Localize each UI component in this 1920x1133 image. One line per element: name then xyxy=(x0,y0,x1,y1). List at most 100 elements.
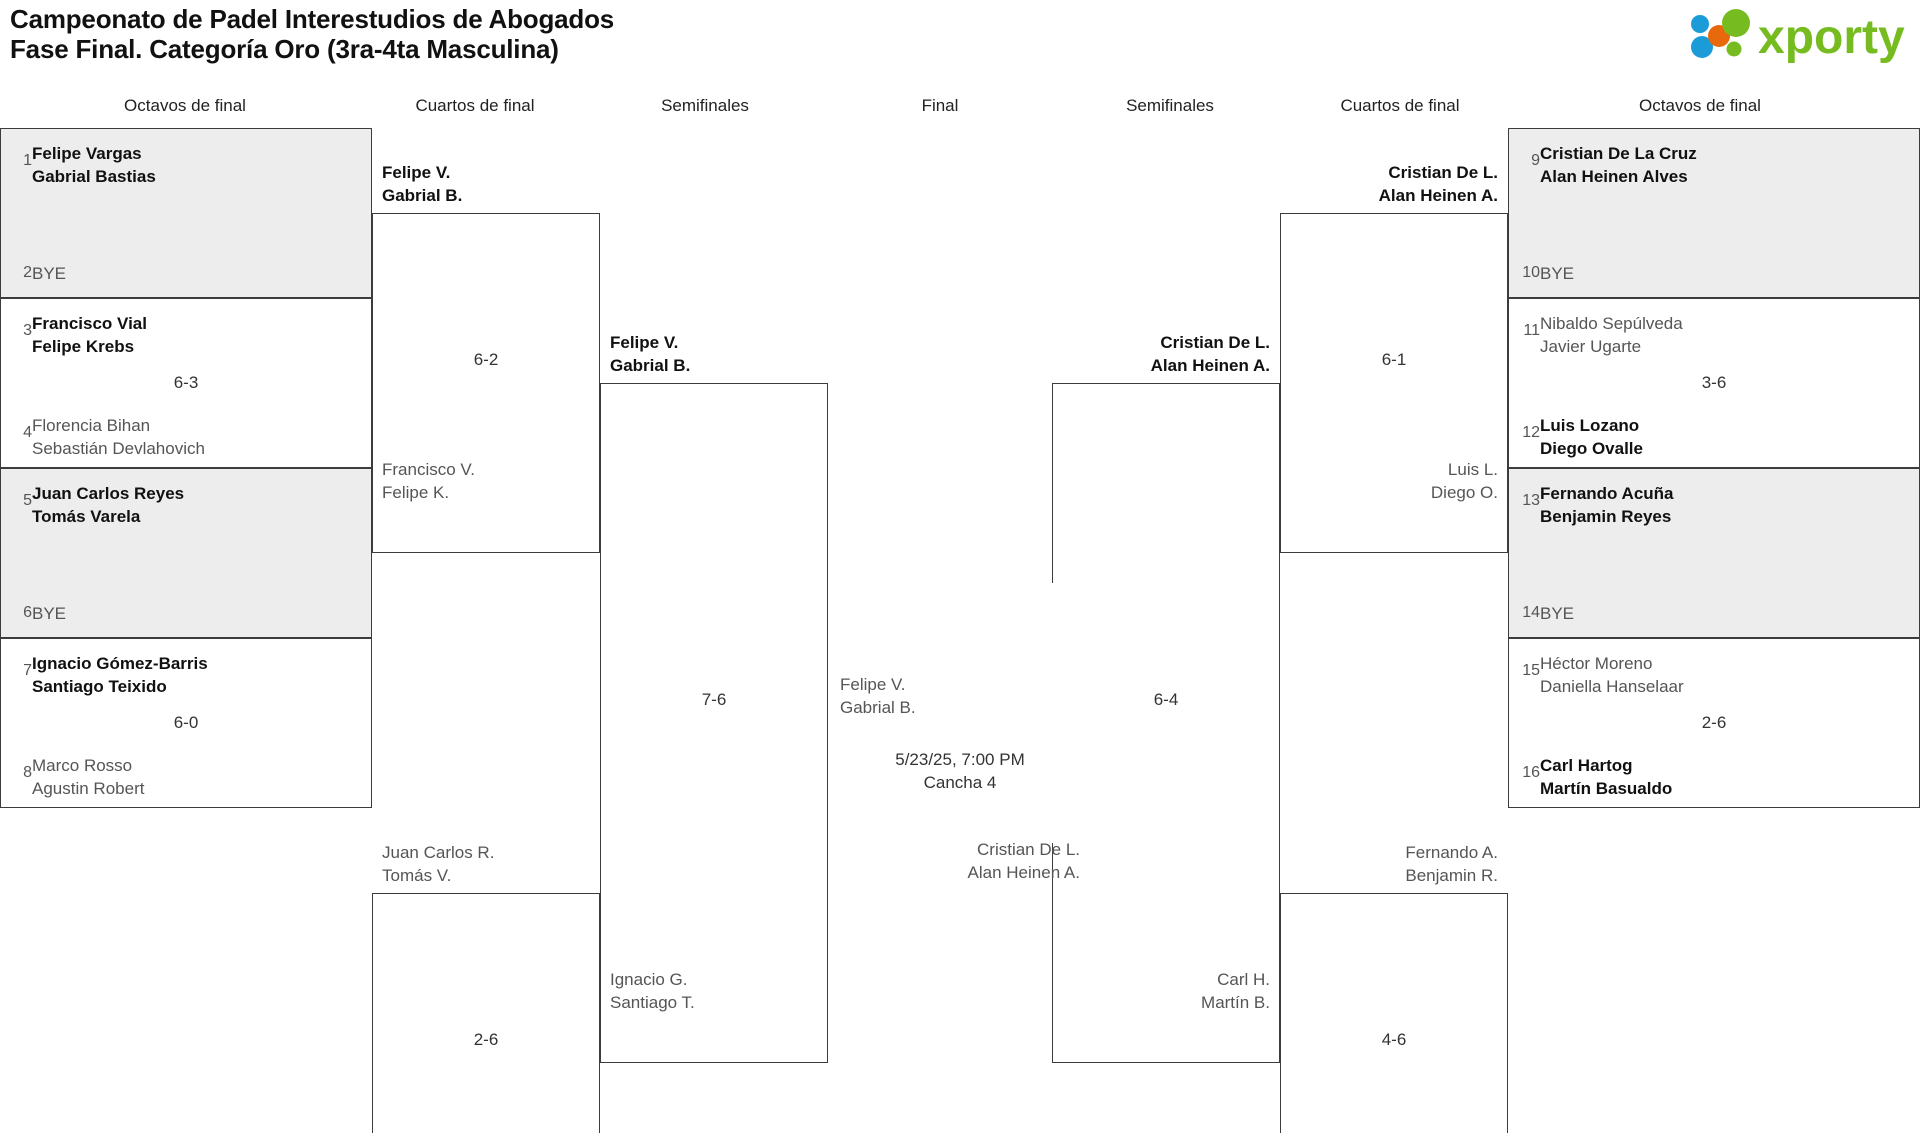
right-r16-team-11-player2: Javier Ugarte xyxy=(1540,337,1642,356)
left-r16-seed-2: 2 xyxy=(23,264,32,281)
round-header-right-r16: Octavos de final xyxy=(1639,96,1761,115)
left-qf-match-1[interactable] xyxy=(372,213,600,553)
final-datetime: 5/23/25, 7:00 PM xyxy=(895,750,1025,769)
logo-dot-blue-bottom xyxy=(1691,36,1713,58)
left-r16-match-2[interactable] xyxy=(0,298,372,468)
right-r16-match-3[interactable] xyxy=(1508,468,1920,638)
left-r16-team-6-player1: BYE xyxy=(32,604,67,623)
left-sf-top-team-1-player1: Felipe V. xyxy=(610,333,679,352)
final-meta: 5/23/25, 7:00 PM Cancha 4 xyxy=(828,748,1092,794)
right-qf-score-1: 6-1 xyxy=(1381,350,1407,369)
left-r16-score-4: 6-0 xyxy=(173,713,199,732)
right-qf-top-team-1-player2: Alan Heinen A. xyxy=(1378,186,1498,205)
left-sf-score-1: 7-6 xyxy=(701,690,727,709)
right-sf-bottom-team-1: Carl H. Martín B. xyxy=(1062,968,1270,1014)
round-header-right-qf: Cuartos de final xyxy=(1340,96,1460,115)
left-r16-team-1-player1: Felipe Vargas xyxy=(32,144,142,163)
left-r16-seed-1: 1 xyxy=(23,152,32,169)
left-r16-team-1-player2: Gabrial Bastias xyxy=(32,167,156,186)
right-sf-top-team-1: Cristian De L.Alan Heinen A. xyxy=(1062,331,1270,377)
final-bottom-team-player1: Cristian De L. xyxy=(977,840,1080,859)
left-qf-top-team-1-player1: Felipe V. xyxy=(382,163,451,182)
left-sf-top-team-1: Felipe V. Gabrial B. xyxy=(610,331,818,377)
final-top-team-player1: Felipe V. xyxy=(840,675,906,694)
left-qf-score-1: 6-2 xyxy=(473,350,499,369)
left-r16-team-7-player2: Santiago Teixido xyxy=(32,677,167,696)
left-qf-match-2[interactable] xyxy=(372,893,600,1133)
right-qf-score-2: 4-6 xyxy=(1381,1030,1407,1049)
left-r16-score-2: 6-3 xyxy=(173,373,199,392)
left-r16-seed-6: 6 xyxy=(23,604,32,621)
left-sf-top-team-1-player2: Gabrial B. xyxy=(610,356,691,375)
left-sf-bottom-team-1-player1: Ignacio G. xyxy=(610,970,688,989)
logo-dot-blue-top xyxy=(1691,15,1709,33)
right-qf-bottom-team-1: Luis L.Diego O. xyxy=(1290,458,1498,504)
left-r16-team-4-player2: Sebastián Devlahovich xyxy=(32,439,205,458)
left-qf-top-team-2: Juan Carlos R. Tomás V. xyxy=(382,841,590,887)
right-qf-top-team-2-player2: Benjamin R. xyxy=(1405,866,1498,885)
final-bottom-team: Cristian De L. Alan Heinen A. xyxy=(840,838,1080,884)
right-r16-team-13-player1: Fernando Acuña xyxy=(1540,484,1674,503)
logo-dot-green-small xyxy=(1726,41,1742,57)
left-r16-match-1[interactable] xyxy=(0,128,372,298)
left-r16-team-3-player2: Felipe Krebs xyxy=(32,337,135,356)
left-r16-match-3[interactable] xyxy=(0,468,372,638)
left-r16-team-4-player1: Florencia Bihan xyxy=(32,416,151,435)
right-qf-bottom-team-1-player1: Luis L. xyxy=(1447,460,1498,479)
right-qf-match-1[interactable] xyxy=(1280,213,1508,553)
right-r16-match-4[interactable] xyxy=(1508,638,1920,808)
left-r16-match-4[interactable] xyxy=(0,638,372,808)
title-line-1: Campeonato de Padel Interestudios de Abo… xyxy=(10,4,615,34)
right-r16-team-11-player1: Nibaldo Sepúlveda xyxy=(1540,314,1683,333)
left-sf-match-1[interactable] xyxy=(600,383,828,1063)
right-qf-match-2[interactable] xyxy=(1280,893,1508,1133)
left-sf-bottom-team-1: Ignacio G. Santiago T. xyxy=(610,968,818,1014)
final-bottom-team-player2: Alan Heinen A. xyxy=(967,863,1080,882)
right-sf-bottom-team-1-player2: Martín B. xyxy=(1201,993,1270,1012)
left-qf-top-team-2-player1: Juan Carlos R. xyxy=(382,843,495,862)
final-court: Cancha 4 xyxy=(923,773,997,792)
right-qf-top-team-2: Fernando A. Benjamin R. xyxy=(1290,841,1498,887)
right-r16-match-1[interactable] xyxy=(1508,128,1920,298)
right-r16-seed-14: 14 xyxy=(1522,604,1540,621)
right-r16-team-13-player2: Benjamin Reyes xyxy=(1540,507,1672,526)
right-sf-top-team-1-player2: Alan Heinen A. xyxy=(1150,356,1270,375)
left-sf-bottom-team-1-player2: Santiago T. xyxy=(610,993,695,1012)
right-r16-seed-12: 12 xyxy=(1522,424,1540,441)
logo-wordmark: xporty xyxy=(1758,11,1905,64)
right-r16-team-10-player1: BYE xyxy=(1540,264,1575,283)
right-r16-team-9-player2: Alan Heinen Alves xyxy=(1540,167,1688,186)
right-qf-top-team-2-player1: Fernando A. xyxy=(1405,843,1498,862)
xporty-logo[interactable]: xporty xyxy=(1682,6,1912,68)
left-qf-top-team-1-player2: Gabrial B. xyxy=(382,186,463,205)
right-r16-team-14-player1: BYE xyxy=(1540,604,1575,623)
round-header-left-r16: Octavos de final xyxy=(124,96,246,115)
left-r16-team-7-player1: Ignacio Gómez-Barris xyxy=(32,654,208,673)
left-qf-bottom-team-1-player2: Felipe K. xyxy=(382,483,450,502)
left-r16-team-2: BYE xyxy=(32,262,360,285)
left-qf-top-team-2-player2: Tomás V. xyxy=(382,866,452,885)
left-r16-seed-8: 8 xyxy=(23,764,32,781)
left-r16-team-3-player1: Francisco Vial xyxy=(32,314,147,333)
left-r16-seed-7: 7 xyxy=(23,662,32,679)
right-qf-top-team-1-player1: Cristian De L. xyxy=(1388,163,1498,182)
page-title: Campeonato de Padel Interestudios de Abo… xyxy=(10,4,614,64)
final-top-team-player2: Gabrial B. xyxy=(840,698,916,717)
final-match[interactable] xyxy=(828,583,1092,843)
right-qf-top-team-1: Cristian De L. Alan Heinen A. xyxy=(1290,161,1498,207)
right-r16-team-10: BYE xyxy=(1540,262,1908,285)
right-sf-bottom-team-1-player1: Carl H. xyxy=(1217,970,1270,989)
left-qf-score-2: 2-6 xyxy=(473,1030,499,1049)
right-r16-team-16-player1: Carl Hartog xyxy=(1540,756,1633,775)
round-header-left-sf: Semifinales xyxy=(661,96,749,115)
right-r16-seed-10: 10 xyxy=(1522,264,1540,281)
right-r16-match-2[interactable] xyxy=(1508,298,1920,468)
left-r16-team-5-player1: Juan Carlos Reyes xyxy=(32,484,185,503)
